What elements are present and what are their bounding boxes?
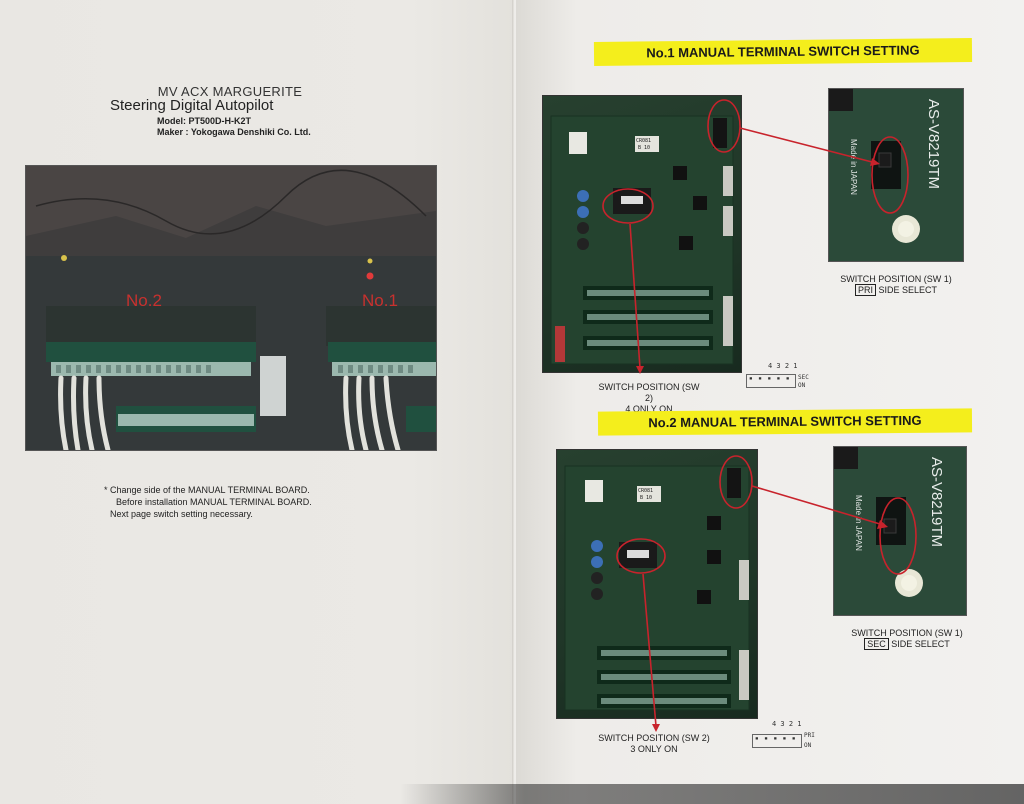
sw1-title: SWITCH POSITION (SW 1)	[840, 274, 952, 284]
section2-switch-closeup: AS-V8219TM Made in JAPAN	[833, 446, 967, 616]
dip-sketch-no1: 4 3 2 1 ▪ ▪ ▪ ▪ ▪ SEC ON	[746, 362, 820, 394]
closeup2-made-in: Made in JAPAN	[854, 495, 863, 551]
closeup1-made-in: Made in JAPAN	[849, 139, 858, 195]
svg-text:B 10: B 10	[640, 495, 652, 501]
closeup2-drawing: AS-V8219TM Made in JAPAN	[834, 447, 966, 615]
vessel-name: MV ACX MARGUERITE	[157, 84, 303, 99]
sw2-value: 3 ONLY ON	[630, 744, 678, 754]
dip-numbers: 4 3 2 1	[772, 720, 802, 728]
model-line: Model: PT500D-H-K2T	[157, 116, 252, 126]
section2-board-photo: CR081 B 10	[556, 449, 758, 719]
sw1-closeup-circle-no1	[871, 136, 909, 214]
sw1-caption-no2: SWITCH POSITION (SW 1) SEC SIDE SELECT	[845, 628, 969, 650]
maker-line: Maker : Yokogawa Denshiki Co. Ltd.	[157, 127, 311, 137]
sw2-circle-no1	[602, 188, 654, 224]
note-line: * Change side of the MANUAL TERMINAL BOA…	[104, 485, 310, 495]
sw1-closeup-circle-no2	[879, 497, 917, 575]
svg-text:CR081: CR081	[636, 138, 651, 144]
arrowhead-icon	[652, 724, 660, 732]
sw1-circle-no2	[719, 455, 753, 509]
closeup1-part-number: AS-V8219TM	[925, 99, 942, 189]
sw1-arrow-no2	[751, 485, 881, 525]
sw2-arrow-no1	[629, 223, 641, 369]
sw1-boxed-value: SEC	[864, 638, 889, 650]
dip-pri-label: PRI	[804, 732, 815, 739]
label-no2: No.2	[126, 291, 162, 310]
dip-sketch-no2: 4 3 2 1 ▪ ▪ ▪ ▪ ▪ PRI ON	[752, 718, 826, 758]
sw2-arrow-no2	[642, 573, 657, 727]
note-line: Next page switch setting necessary.	[110, 509, 253, 519]
board1-drawing: CR081 B 10	[550, 115, 734, 365]
autopilot-cabinet-photo: No.2 No.1	[25, 165, 437, 451]
board2-drawing: CR081 B 10	[564, 465, 750, 711]
left-page: MV ACX MARGUERITE Steering Digital Autop…	[0, 0, 514, 804]
sw2-circle-no2	[616, 538, 666, 574]
sw1-arrow-no1	[739, 127, 873, 163]
note-line: Before installation MANUAL TERMINAL BOAR…	[116, 497, 312, 507]
sw1-suffix: SIDE SELECT	[891, 639, 950, 649]
sw1-suffix: SIDE SELECT	[878, 285, 938, 295]
sw2-title: SWITCH POSITION (SW 2)	[598, 382, 700, 403]
sw2-title: SWITCH POSITION (SW 2)	[598, 733, 710, 743]
cabinet-photo-drawing: No.2 No.1	[26, 166, 436, 450]
page-gutter	[512, 0, 518, 804]
dip-numbers: 4 3 2 1	[768, 362, 798, 370]
sw2-value: 4 ONLY ON	[625, 404, 673, 414]
arrowhead-icon	[877, 520, 888, 529]
sw2-caption-no2: SWITCH POSITION (SW 2) 3 ONLY ON	[598, 733, 710, 755]
section1-board-photo: CR081 B 10	[542, 95, 742, 373]
label-no1: No.1	[362, 291, 398, 310]
closeup2-part-number: AS-V8219TM	[928, 457, 945, 547]
sw1-boxed-value: PRI	[854, 284, 876, 296]
sw1-circle-no1	[707, 99, 741, 153]
svg-text:B 10: B 10	[638, 145, 650, 151]
system-title: Steering Digital Autopilot	[110, 97, 274, 114]
dip-on-label: ON	[798, 382, 806, 389]
arrowhead-icon	[870, 158, 880, 166]
section1-switch-closeup: AS-V8219TM Made in JAPAN	[828, 88, 964, 262]
sw2-caption-no1: SWITCH POSITION (SW 2) 4 ONLY ON	[594, 382, 704, 415]
page-edge-shadow	[400, 784, 1024, 804]
dip-sec-label: SEC	[798, 374, 809, 381]
dip-on-label: ON	[804, 742, 812, 749]
svg-text:CR081: CR081	[638, 488, 653, 494]
sw1-title: SWITCH POSITION (SW 1)	[851, 628, 963, 638]
closeup1-drawing: AS-V8219TM Made in JAPAN	[829, 89, 963, 261]
sw1-caption-no1: SWITCH POSITION (SW 1) PRI SIDE SELECT	[836, 274, 956, 296]
dip-switch-box: ▪ ▪ ▪ ▪ ▪	[746, 374, 796, 388]
installation-notes: * Change side of the MANUAL TERMINAL BOA…	[104, 484, 312, 520]
arrowhead-icon	[636, 366, 644, 374]
dip-switch-box: ▪ ▪ ▪ ▪ ▪	[752, 734, 802, 748]
